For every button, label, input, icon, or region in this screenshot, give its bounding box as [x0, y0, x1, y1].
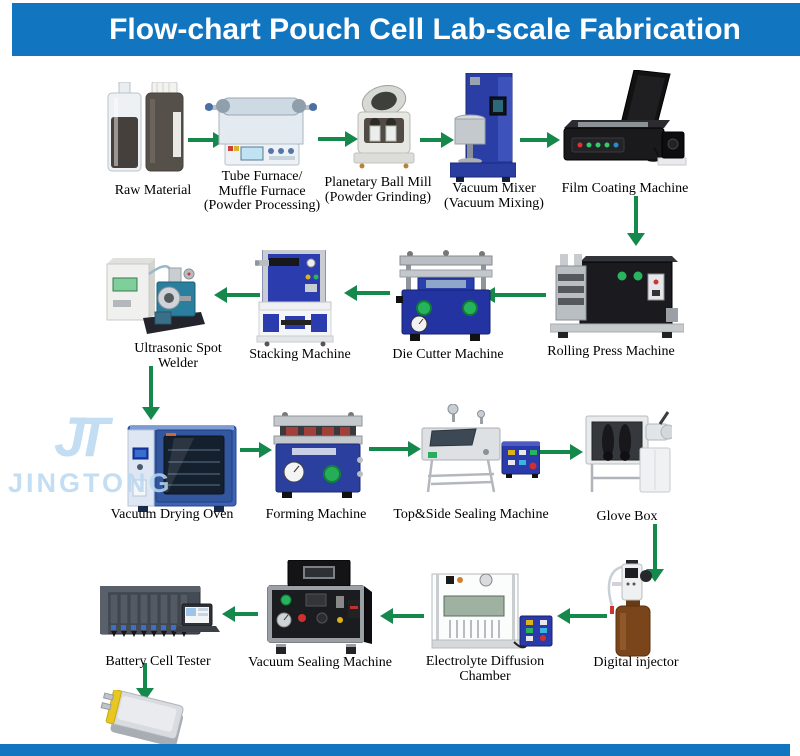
arrow-vacuum-sealing-to-battery-tester — [222, 606, 258, 622]
footer-bar — [0, 744, 790, 756]
label-raw-material: Raw Material — [114, 183, 192, 198]
forming-machine-image — [270, 412, 366, 502]
arrow-digital-injector-to-electrolyte-chamber — [557, 608, 607, 624]
label-rolling-press: Rolling Press Machine — [547, 344, 675, 359]
label-ball-mill: Planetary Ball Mill (Powder Grinding) — [324, 175, 432, 205]
label-forming: Forming Machine — [265, 507, 367, 522]
arrow-forming-to-top-side-sealing — [369, 441, 421, 457]
label-vacuum-mixer: Vacuum Mixer (Vacuum Mixing) — [444, 181, 544, 211]
label-stacking: Stacking Machine — [249, 347, 351, 362]
arrow-ball-mill-to-vacuum-mixer — [420, 132, 454, 148]
battery-cell-tester-image — [100, 586, 220, 652]
vacuum-drying-oven-image — [116, 422, 240, 514]
arrow-ultrasonic-welder-to-drying-oven — [142, 366, 160, 420]
top-side-sealing-machine-image — [418, 404, 540, 496]
ultrasonic-spot-welder-image — [105, 256, 205, 344]
label-tube-furnace: Tube Furnace/ Muffle Furnace (Powder Pro… — [203, 169, 321, 213]
label-ultrasonic-welder: Ultrasonic Spot Welder — [134, 341, 222, 371]
stacking-machine-image — [255, 250, 337, 347]
label-film-coating: Film Coating Machine — [561, 181, 689, 196]
label-electrolyte-chamber: Electrolyte Diffusion Chamber — [425, 654, 545, 684]
arrow-stacking-to-ultrasonic-welder — [214, 287, 260, 303]
arrow-vacuum-mixer-to-film-coating — [520, 132, 560, 148]
arrow-drying-oven-to-forming — [240, 442, 272, 458]
arrow-top-side-sealing-to-glove-box — [537, 444, 583, 460]
label-glove-box: Glove Box — [596, 509, 658, 524]
ball-mill-image — [352, 85, 416, 169]
svg-text:JT: JT — [54, 405, 114, 468]
pouch-cell-product-image — [100, 690, 195, 750]
arrow-tube-furnace-to-ball-mill — [318, 131, 358, 147]
film-coating-machine-image — [558, 70, 688, 175]
arrow-film-coating-to-rolling-press — [627, 196, 645, 246]
label-digital-injector: Digital injector — [593, 655, 679, 670]
electrolyte-diffusion-chamber-image — [428, 572, 554, 658]
arrow-die-cutter-to-stacking — [344, 285, 390, 301]
digital-injector-image — [600, 560, 662, 660]
arrow-electrolyte-chamber-to-vacuum-sealing — [380, 608, 424, 624]
glove-box-image — [584, 410, 672, 498]
label-drying-oven: Vacuum Drying Oven — [110, 507, 234, 522]
label-top-side-sealing: Top&Side Sealing Machine — [393, 507, 549, 522]
rolling-press-machine-image — [550, 252, 684, 342]
vacuum-sealing-machine-image — [262, 560, 377, 657]
raw-material-image — [104, 82, 188, 174]
vacuum-mixer-image — [450, 73, 516, 183]
tube-furnace-image — [205, 94, 317, 170]
label-die-cutter: Die Cutter Machine — [392, 347, 504, 362]
label-vacuum-sealing: Vacuum Sealing Machine — [248, 655, 392, 670]
label-battery-tester: Battery Cell Tester — [105, 654, 211, 669]
jingtong-logo-icon: JT — [54, 405, 124, 468]
title-banner: Flow-chart Pouch Cell Lab-scale Fabricat… — [12, 3, 800, 56]
page-title: Flow-chart Pouch Cell Lab-scale Fabricat… — [109, 12, 741, 46]
die-cutter-machine-image — [396, 250, 496, 346]
